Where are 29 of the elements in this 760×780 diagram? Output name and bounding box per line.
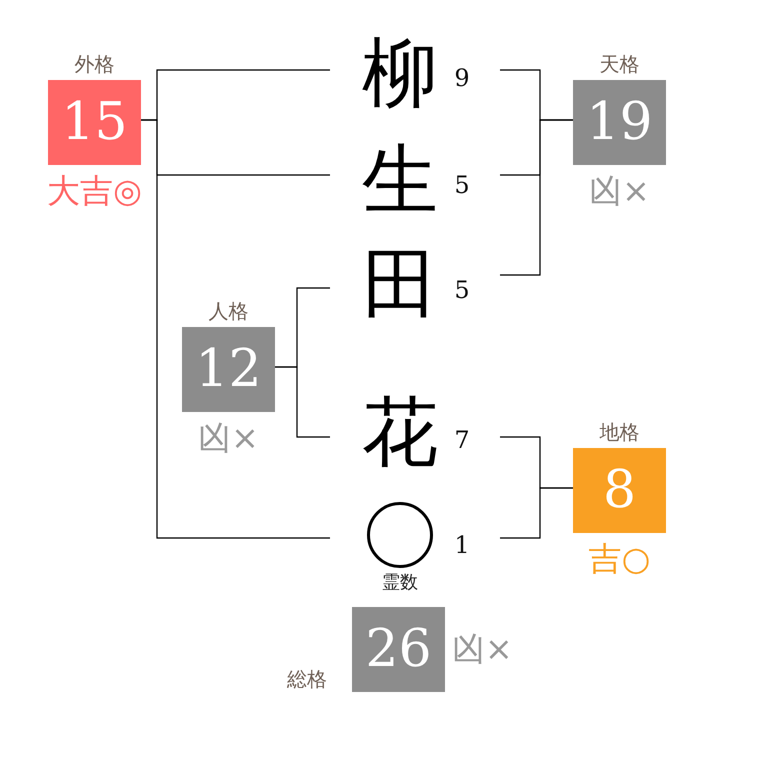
score-tile: 12 xyxy=(182,327,275,412)
score-tile: 19 xyxy=(573,80,666,165)
name-character: 生 xyxy=(361,138,439,222)
grade-label: 総格 xyxy=(287,667,327,691)
grade-label: 人格 xyxy=(208,299,248,323)
stroke-count: 5 xyxy=(453,171,471,199)
bracket-line xyxy=(500,119,573,276)
stroke-count: 1 xyxy=(453,531,471,559)
score-tile: 8 xyxy=(573,448,666,533)
bracket-line xyxy=(141,119,330,539)
grade-label: 天格 xyxy=(600,52,640,76)
name-character: 花 xyxy=(361,390,439,474)
grade-label: 外格 xyxy=(74,52,114,76)
fortune-label: 吉○ xyxy=(588,539,650,579)
spirit-number-label: 霊数 xyxy=(382,572,418,594)
bracket-line xyxy=(275,366,330,438)
fortune-label: 凶× xyxy=(198,418,259,458)
score-tile: 15 xyxy=(48,80,141,165)
grade-label: 地格 xyxy=(600,420,640,444)
stroke-count: 9 xyxy=(453,64,471,92)
name-character: 柳 xyxy=(361,31,439,115)
bracket-line xyxy=(500,487,573,539)
stroke-count: 5 xyxy=(453,276,471,304)
fortune-label: 大吉◎ xyxy=(47,171,142,211)
fortune-label: 凶× xyxy=(589,171,650,211)
score-tile: 26 xyxy=(352,607,445,692)
name-character: 田 xyxy=(361,242,439,326)
stroke-count: 7 xyxy=(453,426,471,454)
fortune-label: 凶× xyxy=(452,629,513,669)
